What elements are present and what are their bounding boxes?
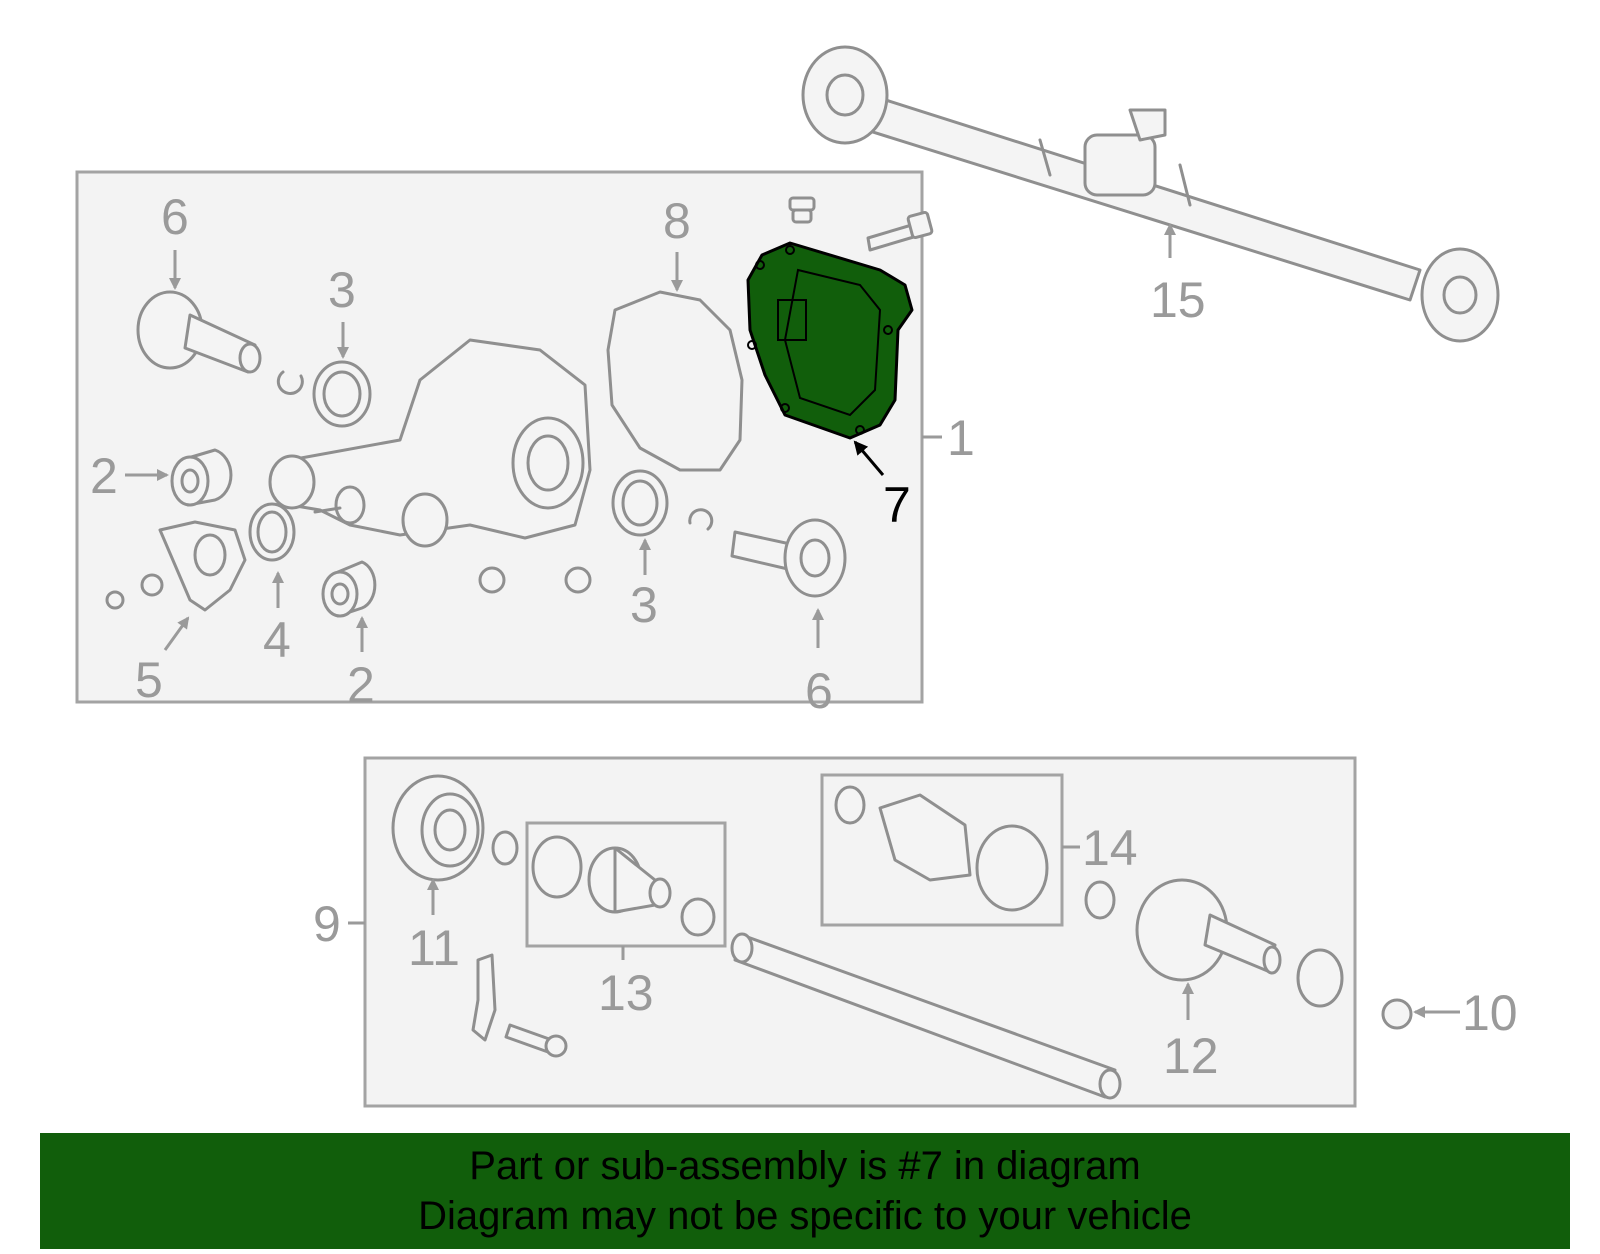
inner-boot-kit-box	[525, 821, 727, 948]
shield-bolt[interactable]	[504, 1023, 568, 1058]
callout-15: 15	[1150, 272, 1206, 328]
arrow-7	[853, 440, 885, 476]
outer-boot-kit-box	[820, 773, 1064, 927]
washer[interactable]	[1084, 880, 1116, 920]
snap-ring-right[interactable]	[688, 508, 714, 531]
callout-9: 9	[313, 896, 341, 952]
callout-8: 8	[663, 193, 691, 249]
output-flange-left-6[interactable]	[136, 290, 262, 374]
callout-10: 10	[1462, 985, 1518, 1041]
callout-11: 11	[408, 920, 460, 976]
drain-plug[interactable]	[478, 566, 506, 594]
arrow-5	[163, 616, 190, 651]
callout-6a: 6	[161, 189, 189, 245]
shield-bracket[interactable]	[471, 953, 497, 1042]
snap-ring-left[interactable]	[276, 370, 304, 395]
propeller-shaft-15[interactable]	[801, 45, 1500, 343]
inner-boot-kit-13[interactable]	[531, 835, 716, 937]
seal-3-upper[interactable]	[312, 360, 372, 428]
fill-plug[interactable]	[564, 566, 592, 594]
cover-bolt[interactable]	[866, 210, 934, 252]
callout-1: 1	[947, 410, 975, 466]
callout-12: 12	[1163, 1028, 1219, 1084]
info-banner: Part or sub-assembly is #7 in diagram Di…	[40, 1133, 1570, 1249]
callout-3b: 3	[630, 577, 658, 633]
outer-boot-kit-14[interactable]	[834, 785, 1049, 912]
mount-bracket-5[interactable]	[105, 520, 247, 612]
wheel-bearing-11[interactable]	[391, 774, 519, 882]
bushing-2-lower[interactable]	[321, 560, 377, 618]
banner-line-1: Part or sub-assembly is #7 in diagram	[469, 1144, 1141, 1188]
seal-3-right[interactable]	[611, 469, 669, 537]
differential-cover-7[interactable]	[746, 241, 914, 440]
callout-14: 14	[1082, 820, 1138, 876]
differential-housing[interactable]	[268, 338, 592, 548]
callout-4: 4	[263, 612, 291, 668]
axle-shaft[interactable]	[730, 932, 1122, 1100]
vent-plug[interactable]	[788, 196, 816, 224]
callout-2a: 2	[90, 448, 118, 504]
bushing-2-left[interactable]	[170, 448, 233, 507]
gasket-8[interactable]	[606, 290, 744, 472]
dust-cap[interactable]	[1296, 948, 1344, 1008]
callout-7: 7	[883, 477, 911, 533]
callout-5: 5	[135, 652, 163, 708]
output-flange-right-6[interactable]	[730, 518, 847, 598]
cv-joint-12[interactable]	[1135, 878, 1282, 982]
callout-6b: 6	[805, 663, 833, 719]
callout-3a: 3	[328, 262, 356, 318]
axle-nut-10[interactable]	[1381, 998, 1413, 1030]
seal-4[interactable]	[248, 502, 296, 562]
banner-line-2: Diagram may not be specific to your vehi…	[418, 1194, 1192, 1238]
callout-2b: 2	[347, 657, 375, 713]
callout-13: 13	[598, 965, 654, 1021]
